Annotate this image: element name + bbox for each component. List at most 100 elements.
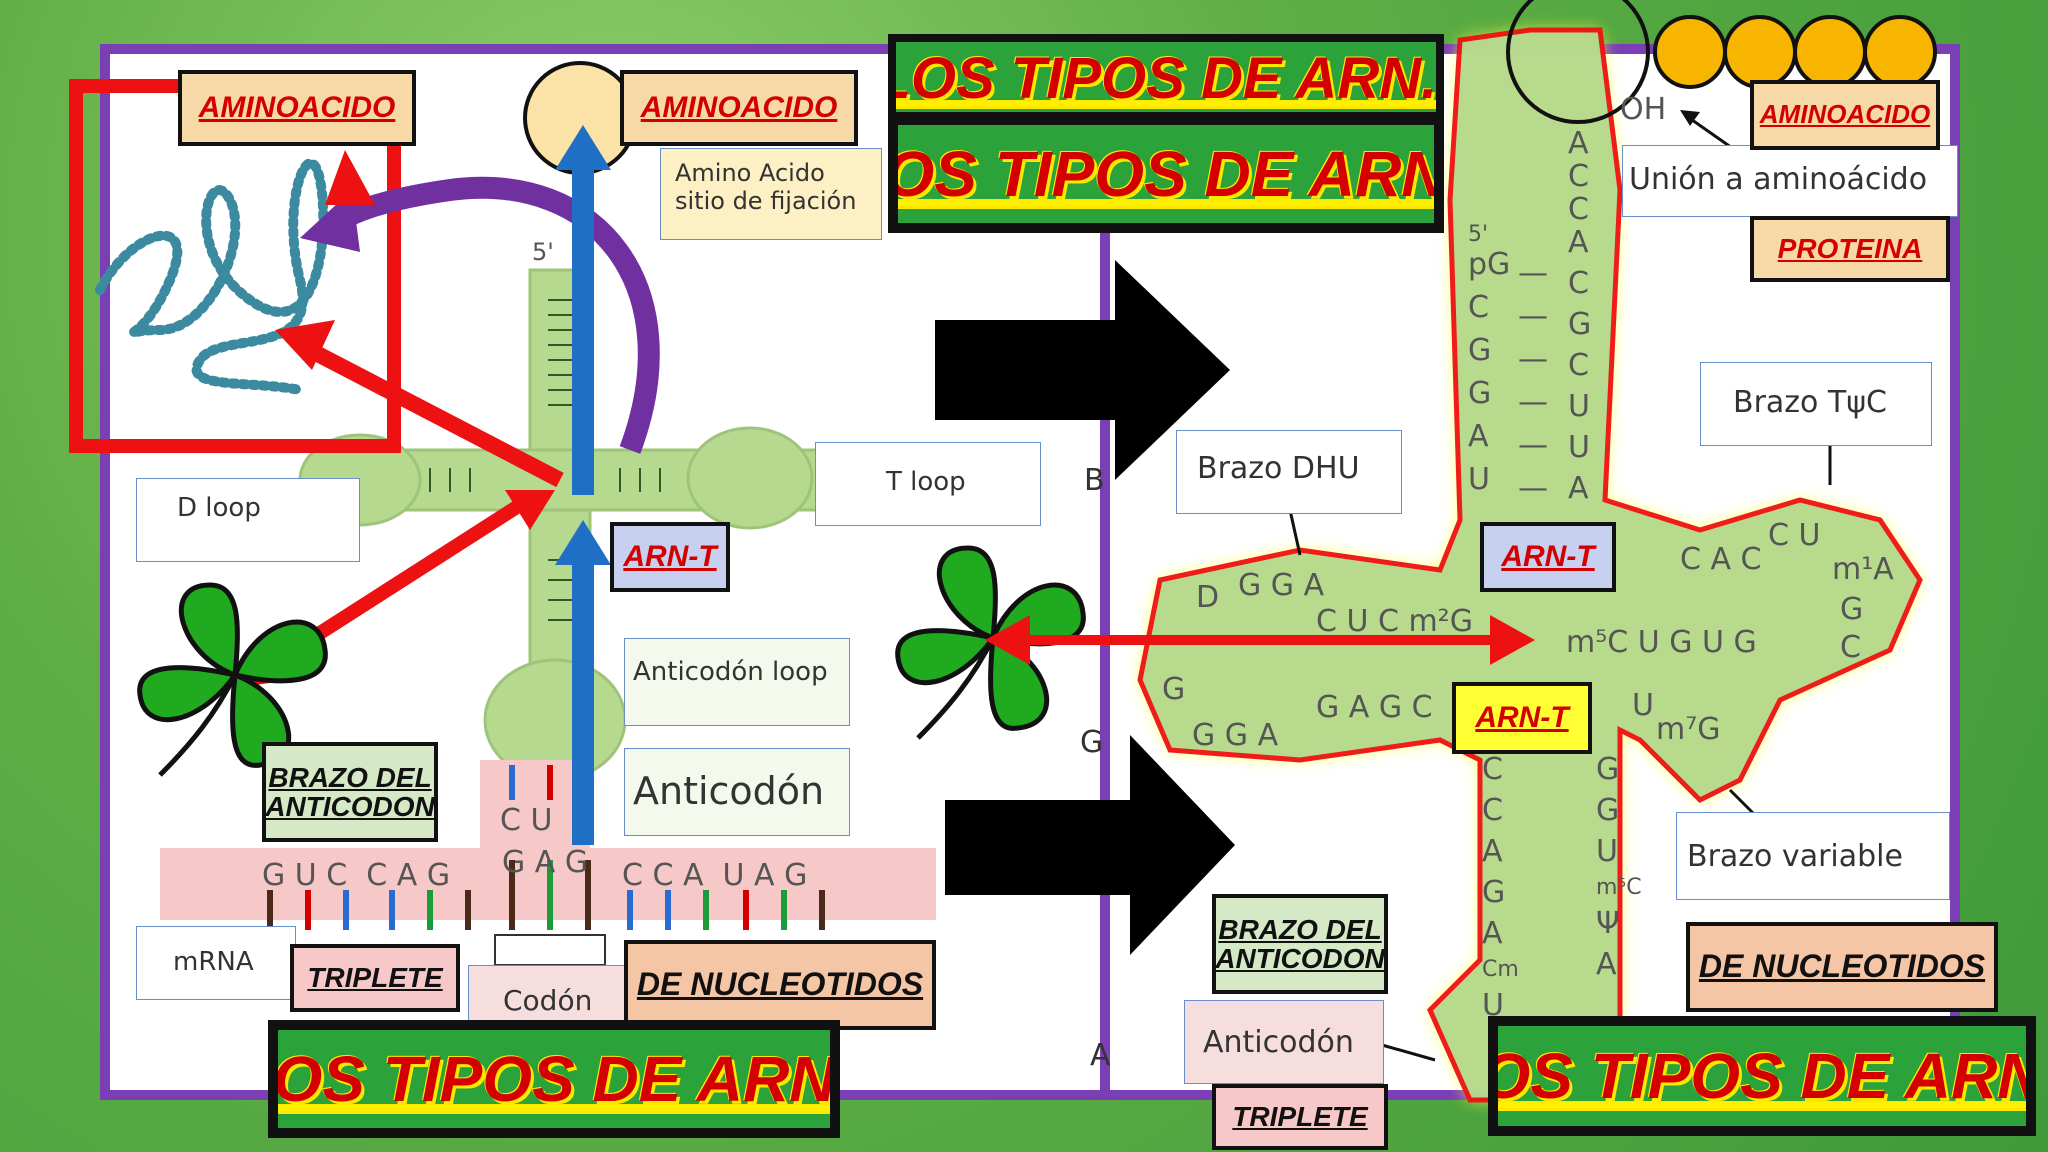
stem-base: U xyxy=(1568,430,1590,465)
stem-base: C xyxy=(1568,266,1589,301)
mrna-bases-left: G U C C A G xyxy=(262,858,451,893)
d-loop-label: D loop xyxy=(136,478,360,562)
stem-left-column: 5' pG C G G A U xyxy=(1468,222,1528,497)
mrna-bases-right: C C A U A G xyxy=(622,858,808,893)
triplete-tag-2: TRIPLETE xyxy=(1212,1084,1388,1150)
lower-stem-left: C C A G A Cm U xyxy=(1482,752,1522,1023)
stem-base: G xyxy=(1596,752,1620,787)
union-label: Unión a aminoácido xyxy=(1622,145,1958,217)
stem-dash: — xyxy=(1518,428,1548,463)
stem-dash: — xyxy=(1518,471,1548,506)
stem-base: U xyxy=(1468,462,1490,497)
anticodon-band xyxy=(480,760,590,848)
title-banner-top: LOS TIPOS DE ARN.- xyxy=(888,115,1444,233)
mrna-label: mRNA xyxy=(136,926,296,1000)
aminoacido-tag-1: AMINOACIDO xyxy=(178,70,416,146)
arnt-tag-2: ARN-T xyxy=(1480,522,1616,592)
arnt-tag-3: ARN-T xyxy=(1452,682,1592,754)
nucleotidos-tag-2: DE NUCLEOTIDOS xyxy=(1686,922,1998,1012)
black-arrow-top xyxy=(935,260,1230,480)
title-banner-top-small: LOS TIPOS DE ARN.- xyxy=(888,34,1444,120)
stem-base: C xyxy=(1568,348,1589,383)
brazo-variable-label: Brazo variable xyxy=(1676,812,1950,900)
stem-base: C xyxy=(1568,192,1589,227)
brazo-tpsic-label: Brazo TψC xyxy=(1700,362,1932,446)
stem-base: Ψ xyxy=(1596,906,1620,941)
stem-base: G xyxy=(1482,875,1506,910)
d-arm-gagc: G A G C xyxy=(1316,690,1433,725)
stem-base: A xyxy=(1596,947,1617,982)
black-arrow-bottom xyxy=(945,735,1235,955)
stem-base: G xyxy=(1596,793,1620,828)
stem-rungs xyxy=(429,299,661,621)
stem-base: A xyxy=(1468,419,1489,454)
amino-acid-site-label: Amino Acido sitio de fijación xyxy=(660,148,882,240)
title-banner-bottom-left: LOS TIPOS DE ARN.- xyxy=(268,1020,840,1138)
edge-a: A xyxy=(1090,1038,1111,1073)
loop-m7g: m⁷G xyxy=(1656,712,1721,747)
stem-base: G xyxy=(1568,307,1592,342)
stem-base: A xyxy=(1568,225,1589,260)
d-arm-gga2: G G A xyxy=(1192,718,1279,753)
stem-base: m⁵C xyxy=(1596,875,1642,900)
t-arm-m1a: m¹A xyxy=(1832,552,1894,587)
title-top-main: LOS TIPOS DE ARN.- xyxy=(898,125,1434,223)
t-arm-bases: C A C xyxy=(1680,542,1762,577)
oh-label: OH xyxy=(1620,92,1667,127)
stem-base: C xyxy=(1482,752,1503,787)
d-arm-gga: G G A xyxy=(1238,568,1325,603)
anticodon-label-left: Anticodón xyxy=(624,748,850,836)
stem-base: 5' xyxy=(1468,222,1489,247)
stem-right-column: A C C A C G C U U A xyxy=(1568,126,1608,506)
stem-base: G xyxy=(1468,333,1492,368)
stem-dash: — xyxy=(1518,256,1548,291)
stem-base: G xyxy=(1468,376,1492,411)
t-arm-g: G xyxy=(1840,592,1864,627)
title-top-small: LOS TIPOS DE ARN.- xyxy=(896,42,1436,112)
edge-b: B xyxy=(1084,463,1105,498)
stem-base: C xyxy=(1468,290,1489,325)
arnt-tag-1: ARN-T xyxy=(610,522,730,592)
edge-g: G xyxy=(1080,725,1104,760)
five-prime-left: 5' xyxy=(532,238,554,266)
d-arm-left: D xyxy=(1196,580,1220,615)
aminoacido-tag-2: AMINOACIDO xyxy=(620,70,858,146)
anticodon-loop-label: Anticodón loop xyxy=(624,638,850,726)
polypeptide-chain xyxy=(95,158,329,395)
stem-base: A xyxy=(1568,471,1589,506)
d-arm-cucm: C U C m²G xyxy=(1316,604,1473,639)
stem-base: A xyxy=(1482,916,1503,951)
stem-base: pG xyxy=(1468,247,1511,282)
stem-base: U xyxy=(1482,988,1504,1023)
stem-dash: — xyxy=(1518,342,1548,377)
stem-dash: — xyxy=(1518,385,1548,420)
anticodon-label-right: Anticodón xyxy=(1184,1000,1384,1084)
t-arm-top: C U xyxy=(1768,518,1821,553)
title-banner-bottom-right: LOS TIPOS DE ARN.- xyxy=(1488,1016,2036,1136)
proteina-tag: PROTEINA xyxy=(1750,216,1950,282)
t-arm-row: m⁵C U G U G xyxy=(1566,625,1757,660)
stem-dash: — xyxy=(1518,299,1548,334)
stem-base: C xyxy=(1482,793,1503,828)
stem-base: U xyxy=(1568,389,1590,424)
stem-dash-column: — — — — — — xyxy=(1518,248,1558,506)
brazo-anticodon-tag-1: BRAZO DEL ANTICODON xyxy=(262,742,438,842)
brazo-anticodon-tag-2: BRAZO DEL ANTICODON xyxy=(1212,894,1388,994)
t-arm-c: C xyxy=(1840,630,1861,665)
triplete-tag-1: TRIPLETE xyxy=(290,944,460,1012)
stem-base: C xyxy=(1568,159,1589,194)
title-bottom-right: LOS TIPOS DE ARN.- xyxy=(1498,1026,2026,1126)
nucleotide-bars xyxy=(267,765,825,930)
stem-base: Cm xyxy=(1482,957,1519,982)
nucleotidos-tag-1: DE NUCLEOTIDOS xyxy=(624,940,936,1030)
brazo-dhu-label: Brazo DHU xyxy=(1176,430,1402,514)
anticodon-bases: C U xyxy=(500,803,553,838)
t-loop-label: T loop xyxy=(815,442,1041,526)
purple-curve-arrow xyxy=(320,176,660,454)
amino-acid-chain xyxy=(1653,15,1937,89)
middle-purple-bar xyxy=(1100,228,1110,1096)
title-bottom-left: LOS TIPOS DE ARN.- xyxy=(278,1030,830,1128)
amino-circle-outline xyxy=(1506,0,1650,124)
lower-stem-right: G G U m⁵C Ψ A xyxy=(1596,752,1642,982)
